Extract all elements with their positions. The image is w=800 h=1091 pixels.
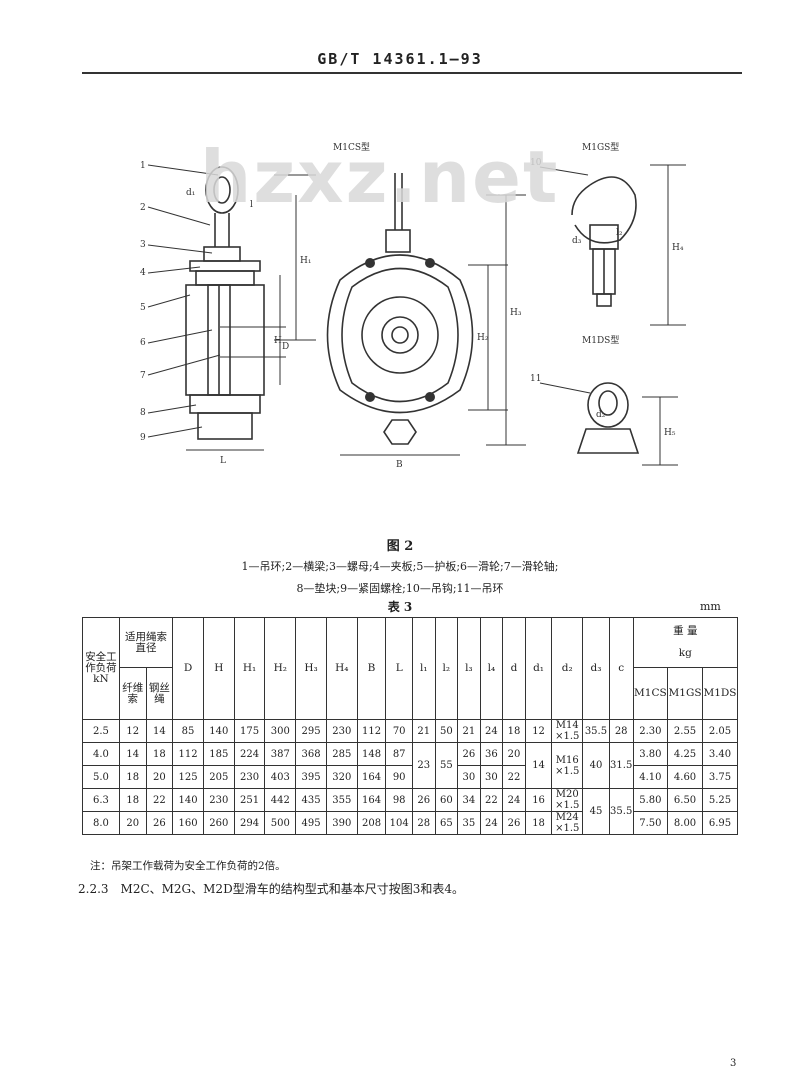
svg-text:B: B — [396, 460, 403, 470]
th-fiber: 纤维索 — [118, 667, 147, 720]
figure-legend-line-2: 8—垫块;9—紧固螺栓;10—吊钩;11—吊环 — [296, 582, 504, 595]
svg-text:7: 7 — [140, 371, 146, 381]
svg-text:1: 1 — [140, 161, 146, 171]
page-header: GB/T 14361.1—93 — [317, 50, 483, 68]
svg-text:5: 5 — [140, 303, 146, 313]
svg-text:3: 3 — [140, 240, 146, 250]
label-m1gs: M1GS型 — [582, 142, 619, 153]
svg-text:9: 9 — [140, 433, 146, 443]
table-unit: mm — [700, 600, 721, 613]
svg-text:H₄: H₄ — [672, 243, 684, 253]
label-m1ds: M1DS型 — [582, 335, 619, 346]
svg-text:8: 8 — [140, 408, 146, 418]
label-m1cs: M1CS型 — [333, 142, 370, 153]
specification-table: 安全工作负荷 kN 适用绳索直径 D H H₁ H₂ H₃ H₄ B L l₁ … — [82, 617, 739, 835]
th-rope: 适用绳索直径 — [118, 617, 174, 668]
svg-text:d₁: d₁ — [186, 188, 195, 198]
svg-text:d₃: d₃ — [572, 236, 582, 246]
svg-text:H₁: H₁ — [300, 256, 311, 266]
header-rule — [82, 72, 742, 74]
svg-text:L: L — [220, 456, 226, 466]
th-load: 安全工作负荷 kN — [82, 617, 120, 720]
svg-text:l₂: l₂ — [616, 228, 623, 238]
figure-title: 图 2 — [386, 539, 414, 554]
th-wire: 钢丝绳 — [145, 667, 174, 720]
svg-text:10: 10 — [530, 158, 542, 168]
svg-text:H₃: H₃ — [510, 308, 522, 318]
section-paragraph: 2.2.3 M2C、M2G、M2D型滑车的结构型式和基本尺寸按图3和表4。 — [78, 882, 464, 896]
figure-legend-line-1: 1—吊环;2—横梁;3—螺母;4—夹板;5—护板;6—滑轮;7—滑轮轴; — [241, 560, 559, 573]
svg-text:H₂: H₂ — [477, 333, 489, 343]
table-note: 注：吊架工作载荷为安全工作负荷的2倍。 — [90, 860, 286, 872]
page-number: 3 — [730, 1058, 737, 1069]
svg-text:l: l — [250, 200, 253, 210]
pulley-technical-drawing: M1CS型 M1GS型 M1DS型 1 2 3 4 5 6 7 8 9 10 1… — [140, 142, 686, 470]
watermark: hzxz.net — [200, 135, 560, 219]
svg-text:11: 11 — [530, 374, 541, 384]
svg-text:6: 6 — [140, 338, 146, 348]
table-title: 表 3 — [387, 600, 413, 614]
svg-text:d₂: d₂ — [596, 410, 606, 420]
svg-text:4: 4 — [140, 268, 146, 278]
svg-text:H: H — [274, 336, 282, 346]
svg-text:H₅: H₅ — [664, 428, 676, 438]
svg-text:D: D — [282, 342, 289, 352]
svg-text:2: 2 — [140, 203, 146, 213]
